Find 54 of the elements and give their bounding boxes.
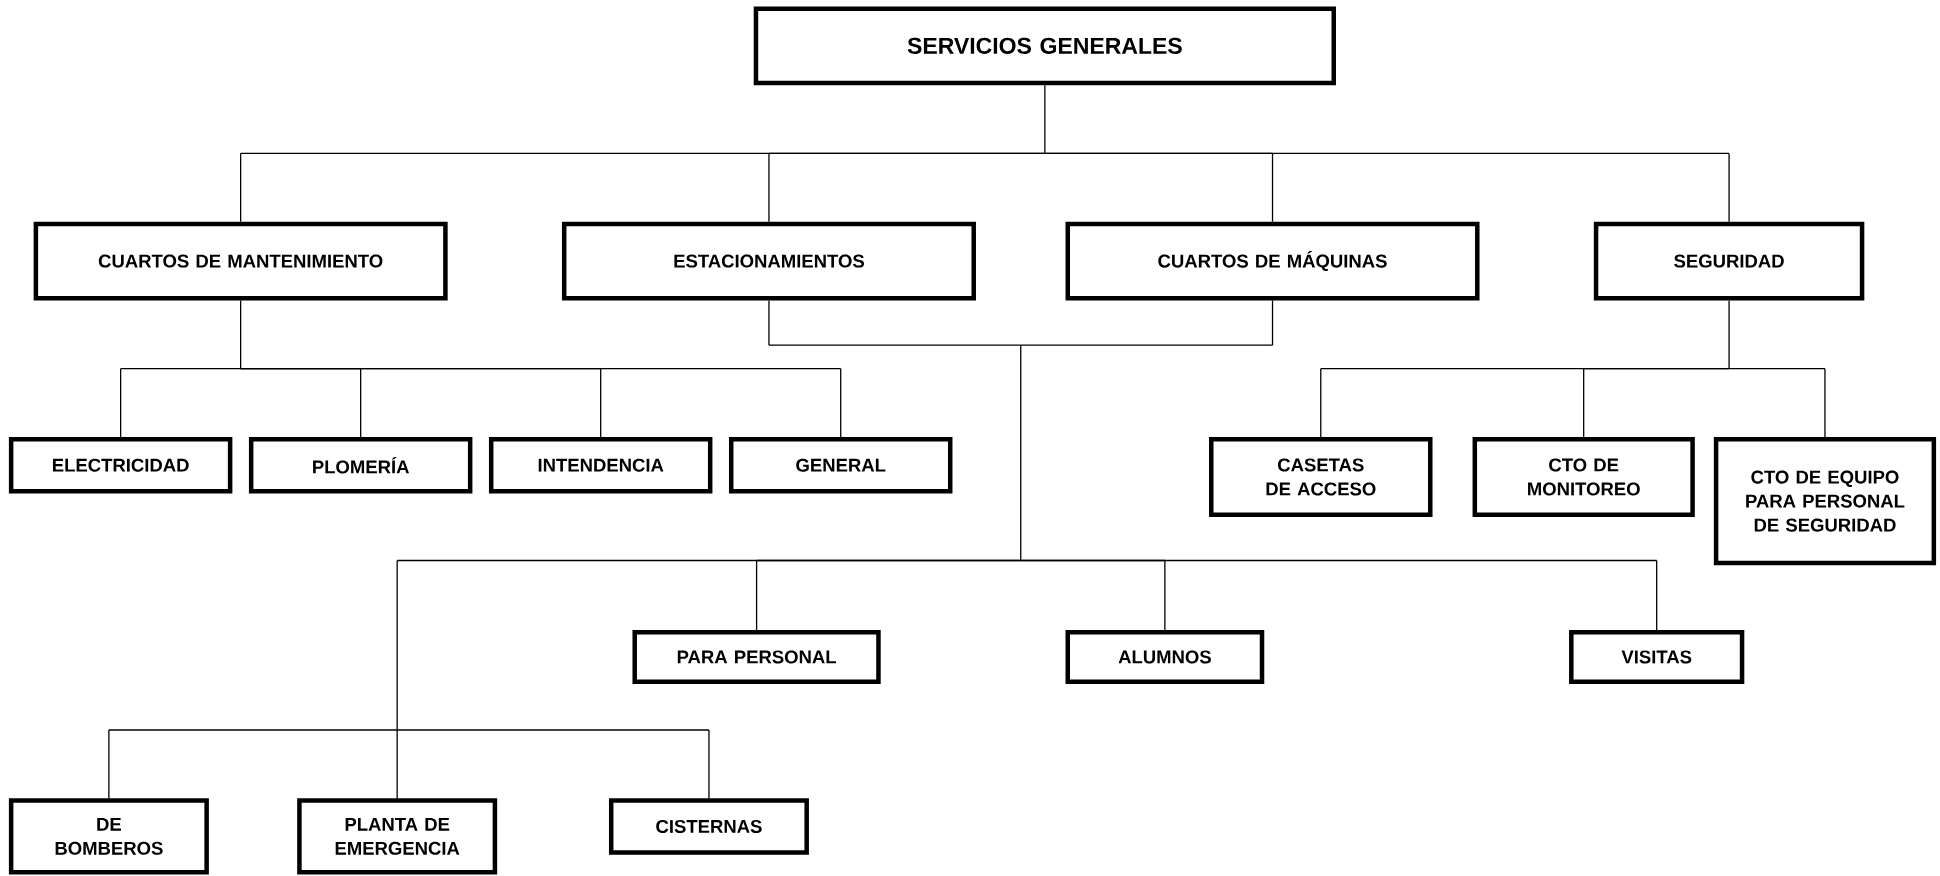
org-box: PLANTA DE EMERGENCIA	[297, 798, 498, 875]
connector-line	[1824, 368, 1826, 438]
org-box: PLOMERÍA	[248, 437, 473, 494]
connector-line	[1728, 368, 1826, 370]
org-box: DE BOMBEROS	[8, 798, 209, 875]
connector-line	[1044, 152, 1730, 155]
connector-line	[1728, 152, 1730, 223]
org-box: SERVICIOS GENERALES	[753, 6, 1336, 86]
org-box: CASETAS DE ACCESO	[1209, 437, 1433, 517]
connector-line	[755, 559, 758, 631]
connector-line	[768, 152, 1046, 155]
connector-line	[1728, 299, 1730, 370]
org-box: ELECTRICIDAD	[8, 437, 233, 494]
connector-line	[396, 729, 398, 799]
connector-line	[396, 559, 398, 731]
connector-line	[1583, 368, 1585, 438]
org-box: CISTERNAS	[608, 798, 809, 855]
org-box: INTENDENCIA	[488, 437, 713, 494]
org-box: CUARTOS DE MANTENIMIENTO	[33, 221, 448, 301]
org-box: CUARTOS DE MÁQUINAS	[1065, 221, 1480, 301]
connector-line	[1583, 368, 1730, 370]
org-box: CTO DE EQUIPO PARA PERSONAL DE SEGURIDAD	[1713, 437, 1937, 566]
connector-line	[108, 729, 110, 799]
connector-line	[1020, 559, 1658, 562]
connector-line	[708, 729, 710, 799]
connector-line	[1271, 152, 1274, 223]
connector-line	[1020, 344, 1274, 346]
connector-line	[119, 368, 122, 438]
connector-line	[1656, 559, 1658, 631]
connector-line	[840, 368, 842, 438]
connector-line	[119, 368, 242, 370]
org-box: VISITAS	[1569, 630, 1745, 684]
connector-line	[768, 152, 770, 223]
connector-line	[360, 368, 362, 438]
connector-line	[240, 152, 242, 223]
connector-line	[396, 729, 710, 731]
connector-line	[240, 299, 242, 370]
connector-line	[240, 368, 842, 370]
connector-line	[396, 559, 1022, 562]
org-box: GENERAL	[729, 437, 953, 494]
connector-line	[1164, 559, 1166, 631]
connector-line	[1020, 344, 1022, 562]
connector-line	[768, 299, 770, 346]
org-box: SEGURIDAD	[1593, 221, 1865, 301]
org-box: PARA PERSONAL	[632, 630, 881, 684]
connector-line	[108, 729, 398, 731]
connector-line	[1271, 299, 1274, 346]
org-box: CTO DE MONITOREO	[1472, 437, 1695, 517]
org-box: ESTACIONAMIENTOS	[561, 221, 976, 301]
org-box: ALUMNOS	[1065, 630, 1265, 684]
connector-line	[768, 344, 1022, 346]
connector-line	[1044, 84, 1046, 155]
connector-line	[1320, 368, 1322, 438]
connector-line	[600, 368, 602, 438]
